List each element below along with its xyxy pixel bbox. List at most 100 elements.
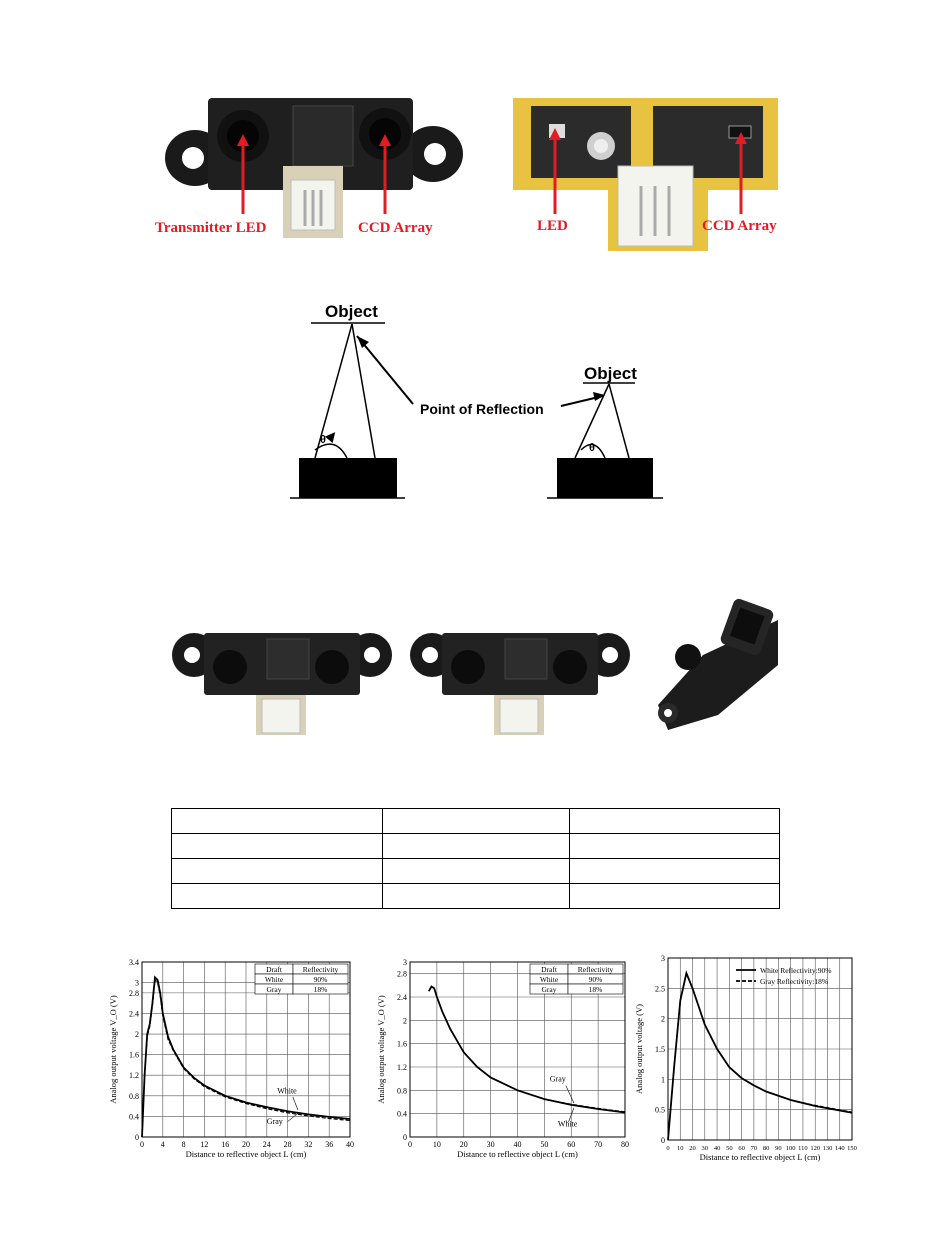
- y-tick-label: 2: [135, 1030, 139, 1039]
- y-tick-label: 0.5: [655, 1106, 665, 1115]
- x-tick-label: 0: [408, 1140, 412, 1149]
- x-tick-label: 90: [775, 1145, 782, 1152]
- y-axis-label: Analog output voltage V_O (V): [108, 995, 118, 1104]
- table-cell: [382, 808, 570, 834]
- y-tick-label: 0.4: [129, 1112, 139, 1121]
- x-tick-label: 40: [514, 1140, 522, 1149]
- plot-frame: [667, 957, 853, 1141]
- x-tick-label: 130: [823, 1145, 833, 1152]
- legend-text: Gray Reflectivity:18%: [760, 977, 828, 986]
- ccd-array-label: CCD Array: [358, 220, 433, 236]
- x-tick-label: 16: [221, 1140, 229, 1149]
- annotation-leader: [287, 1113, 299, 1122]
- legend-text: Gray: [542, 985, 557, 994]
- x-axis-label: Distance to reflective object L (cm): [457, 1149, 578, 1159]
- y-tick-label: 0.8: [129, 1092, 139, 1101]
- series-line: [141, 978, 351, 1138]
- theta-label-right: θ: [589, 442, 595, 454]
- ccd-array-label-pcb: CCD Array: [702, 218, 777, 234]
- x-tick-label: 40: [714, 1145, 721, 1152]
- sensor-front-photo: [165, 98, 463, 238]
- legend-text: Reflectivity: [303, 965, 339, 974]
- x-tick-label: 60: [567, 1140, 575, 1149]
- point-of-reflection-label: Point of Reflection: [420, 401, 544, 417]
- x-tick-label: 24: [263, 1140, 271, 1149]
- table-cell: [171, 883, 383, 909]
- object-label-right: Object: [584, 364, 637, 383]
- y-tick-label: 1.2: [129, 1071, 139, 1080]
- legend-text: 90%: [589, 975, 603, 984]
- x-tick-label: 70: [751, 1145, 758, 1152]
- y-tick-label: 2.5: [655, 984, 665, 993]
- table-row: [171, 808, 780, 834]
- x-tick-label: 12: [200, 1140, 208, 1149]
- sensor-photo-angled: [658, 598, 778, 730]
- transmitter-led-label: Transmitter LED: [155, 220, 267, 236]
- legend-text: 18%: [589, 985, 603, 994]
- x-tick-label: 80: [763, 1145, 770, 1152]
- y-axis-label: Analog output voltage V_O (V): [376, 995, 386, 1104]
- x-tick-label: 80: [621, 1140, 629, 1149]
- table-cell: [171, 808, 383, 834]
- legend-text: 18%: [314, 985, 328, 994]
- y-tick-label: 2: [661, 1015, 665, 1024]
- y-tick-label: 0: [661, 1136, 665, 1145]
- x-tick-label: 10: [433, 1140, 441, 1149]
- table-row: [171, 858, 780, 884]
- y-tick-label: 2.8: [129, 989, 139, 998]
- plot-frame: [141, 961, 351, 1138]
- x-tick-label: 32: [304, 1140, 312, 1149]
- y-tick-label: 1.2: [397, 1063, 407, 1072]
- plot-frame: [409, 961, 626, 1138]
- annotation-white: White: [277, 1086, 297, 1095]
- x-tick-label: 0: [140, 1140, 144, 1149]
- y-tick-label: 3: [661, 954, 665, 963]
- table-cell: [382, 833, 570, 859]
- y-tick-label: 0.4: [397, 1110, 407, 1119]
- legend-text: Draft: [541, 965, 558, 974]
- x-tick-label: 40: [346, 1140, 354, 1149]
- object-label-left: Object: [325, 302, 378, 321]
- sensor-photo-1: [172, 633, 392, 735]
- spec-table: [171, 808, 780, 909]
- x-tick-label: 60: [738, 1145, 745, 1152]
- y-tick-label: 3: [403, 958, 407, 967]
- x-tick-label: 4: [161, 1140, 165, 1149]
- x-tick-label: 20: [242, 1140, 250, 1149]
- annotation-leader: [292, 1096, 299, 1111]
- x-tick-label: 8: [182, 1140, 186, 1149]
- y-tick-label: 2: [403, 1016, 407, 1025]
- x-tick-label: 30: [702, 1145, 709, 1152]
- table-cell: [382, 858, 570, 884]
- table-cell: [569, 883, 780, 909]
- x-tick-label: 10: [677, 1145, 684, 1152]
- x-tick-label: 36: [325, 1140, 333, 1149]
- x-axis-label: Distance to reflective object L (cm): [700, 1152, 821, 1162]
- annotation-gray: Gray: [267, 1117, 283, 1126]
- x-tick-label: 50: [540, 1140, 548, 1149]
- y-tick-label: 2.8: [397, 970, 407, 979]
- series-line: [667, 971, 853, 1141]
- sensor-photo-2: [410, 633, 630, 735]
- annotation-leader: [565, 1085, 575, 1104]
- table-cell: [171, 833, 383, 859]
- annotation-white: White: [558, 1120, 578, 1129]
- y-tick-label: 1.6: [129, 1051, 139, 1060]
- reflection-diagram: [290, 322, 663, 499]
- x-tick-label: 28: [284, 1140, 292, 1149]
- y-tick-label: 0: [403, 1133, 407, 1142]
- legend-text: Draft: [266, 965, 283, 974]
- x-tick-label: 0: [666, 1145, 669, 1152]
- x-tick-label: 150: [847, 1145, 857, 1152]
- table-cell: [382, 883, 570, 909]
- legend-text: Reflectivity: [578, 965, 614, 974]
- y-tick-label: 1: [661, 1075, 665, 1084]
- table-cell: [569, 808, 780, 834]
- x-tick-label: 70: [594, 1140, 602, 1149]
- table-cell: [171, 858, 383, 884]
- legend-text: Gray: [267, 985, 282, 994]
- legend-cell: [292, 983, 349, 995]
- legend-text: White: [265, 975, 284, 984]
